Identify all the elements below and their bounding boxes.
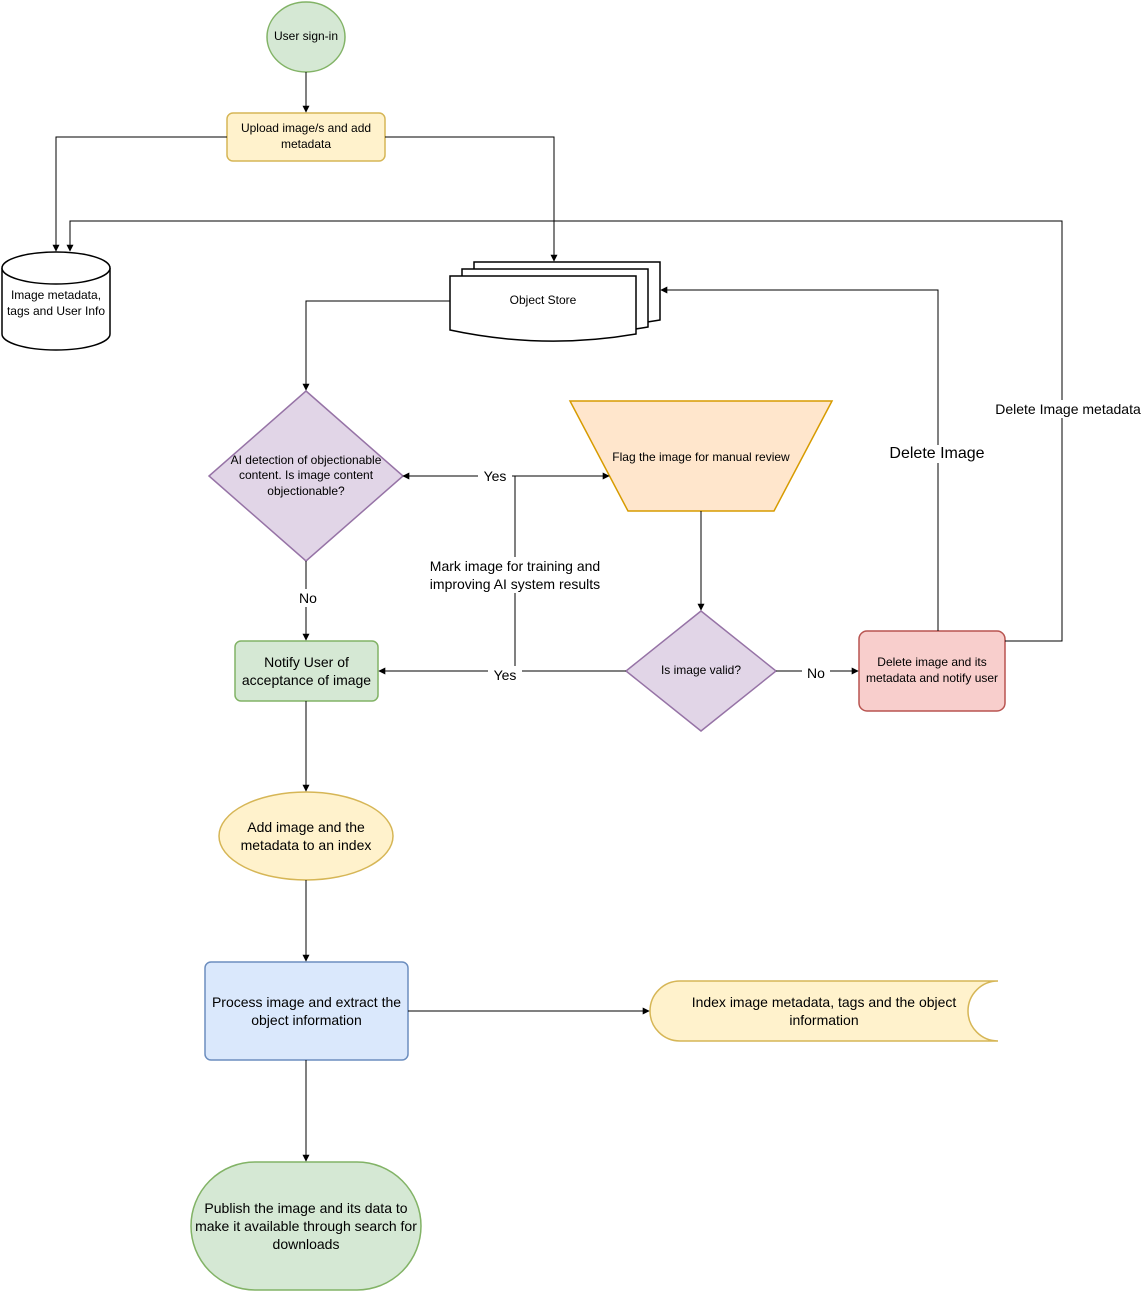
add-index-node: Add image and the metadata to an index <box>226 800 386 872</box>
ai-yes-label: Yes <box>478 467 512 485</box>
publish-node-shape <box>190 1161 422 1291</box>
index-storage-shape <box>649 980 999 1042</box>
mark-training-label-line1: Mark image for training and <box>418 557 612 575</box>
delete-node-shape <box>858 630 1006 712</box>
process-node: Process image and extract the object inf… <box>210 962 403 1060</box>
delete-image-label: Delete Image <box>884 445 990 463</box>
ai-detection-label: AI detection of objectionable content. I… <box>230 452 382 498</box>
ai-no-label: No <box>293 589 323 607</box>
ai-detection-node: AI detection of objectionable content. I… <box>226 441 386 511</box>
index-storage-node: Index image metadata, tags and the objec… <box>670 981 978 1041</box>
process-node-label: Process image and extract the object inf… <box>211 993 402 1028</box>
delete-metadata-label: Delete Image metadata <box>990 400 1146 418</box>
publish-node: Publish the image and its data to make i… <box>193 1180 419 1272</box>
edge-delete-objectstore <box>660 286 939 631</box>
flag-review-node: Flag the image for manual review <box>595 440 807 476</box>
is-valid-node: Is image valid? <box>640 656 762 686</box>
valid-yes-label: Yes <box>488 666 522 684</box>
add-index-label: Add image and the metadata to an index <box>240 818 372 853</box>
object-store-shape <box>449 261 661 342</box>
delete-node: Delete image and its metadata and notify… <box>865 631 999 711</box>
valid-no-label: No <box>802 664 830 682</box>
publish-node-label: Publish the image and its data to make i… <box>195 1199 417 1253</box>
upload-node-label: Upload image/s and add metadata <box>240 121 372 151</box>
edge-upload-objectstore <box>385 136 558 262</box>
notify-node: Notify User of acceptance of image <box>235 641 378 701</box>
notify-node-label: Notify User of acceptance of image <box>241 653 372 688</box>
edge-objectstore-ai <box>302 300 450 391</box>
start-node: User sign-in <box>267 2 345 72</box>
index-storage-label: Index image metadata, tags and the objec… <box>691 993 957 1028</box>
is-valid-label: Is image valid? <box>660 663 742 678</box>
object-store-label: Object Store <box>509 293 577 308</box>
database-node-label: Image metadata, tags and User Info <box>6 288 106 318</box>
database-shape <box>1 251 111 351</box>
edge-upload-database <box>52 136 227 252</box>
database-node: Image metadata, tags and User Info <box>4 284 108 324</box>
object-store-node: Object Store <box>450 284 636 318</box>
flag-review-label: Flag the image for manual review <box>612 450 790 465</box>
delete-node-label: Delete image and its metadata and notify… <box>865 655 999 685</box>
upload-node: Upload image/s and add metadata <box>231 113 381 161</box>
edge-delete-database <box>66 220 1063 642</box>
is-valid-diamond <box>624 610 778 732</box>
mark-training-label-line2: improving AI system results <box>418 575 612 593</box>
start-node-label: User sign-in <box>273 29 339 44</box>
